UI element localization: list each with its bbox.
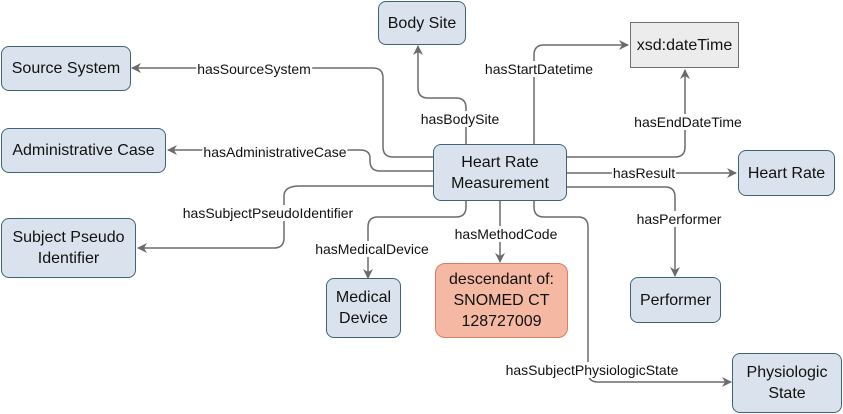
node-administrative-case[interactable]: Administrative Case xyxy=(1,128,166,173)
node-heart-rate[interactable]: Heart Rate xyxy=(738,150,835,196)
node-body-site[interactable]: Body Site xyxy=(378,1,466,45)
node-method-code[interactable]: descendant of: SNOMED CT 128727009 xyxy=(435,263,568,338)
edge-has-performer xyxy=(567,186,680,277)
label-has-subject-pseudo-identifier: hasSubjectPseudoIdentifier xyxy=(181,205,355,221)
node-medical-device[interactable]: Medical Device xyxy=(326,278,401,338)
node-xsd-datetime[interactable]: xsd:dateTime xyxy=(630,22,739,68)
label-has-performer: hasPerformer xyxy=(635,211,723,227)
edge-has-administrative-case xyxy=(167,145,433,172)
node-heart-rate-measurement[interactable]: Heart Rate Measurement xyxy=(433,144,567,201)
label-has-method-code: hasMethodCode xyxy=(453,226,559,242)
node-subject-pseudo-identifier[interactable]: Subject Pseudo Identifier xyxy=(1,218,136,278)
label-has-source-system: hasSourceSystem xyxy=(196,61,312,77)
label-has-subject-physiologic-state: hasSubjectPhysiologicState xyxy=(504,362,680,378)
label-has-result: hasResult xyxy=(611,165,677,181)
node-performer[interactable]: Performer xyxy=(630,277,721,323)
edge-has-source-system xyxy=(131,63,433,158)
edge-has-start-datetime xyxy=(533,40,629,144)
edge-has-subject-physiologic-state xyxy=(533,201,732,387)
node-source-system[interactable]: Source System xyxy=(1,46,131,91)
label-has-end-datetime: hasEndDateTime xyxy=(633,114,743,130)
label-has-start-datetime: hasStartDatetime xyxy=(483,61,595,77)
label-has-medical-device: hasMedicalDevice xyxy=(314,241,430,257)
edge-has-medical-device xyxy=(363,201,467,279)
edge-has-body-site xyxy=(413,45,467,144)
label-has-administrative-case: hasAdministrativeCase xyxy=(202,144,348,160)
edge-has-end-datetime xyxy=(567,69,690,158)
label-has-body-site: hasBodySite xyxy=(419,111,501,127)
node-physiologic-state[interactable]: Physiologic State xyxy=(732,353,842,413)
